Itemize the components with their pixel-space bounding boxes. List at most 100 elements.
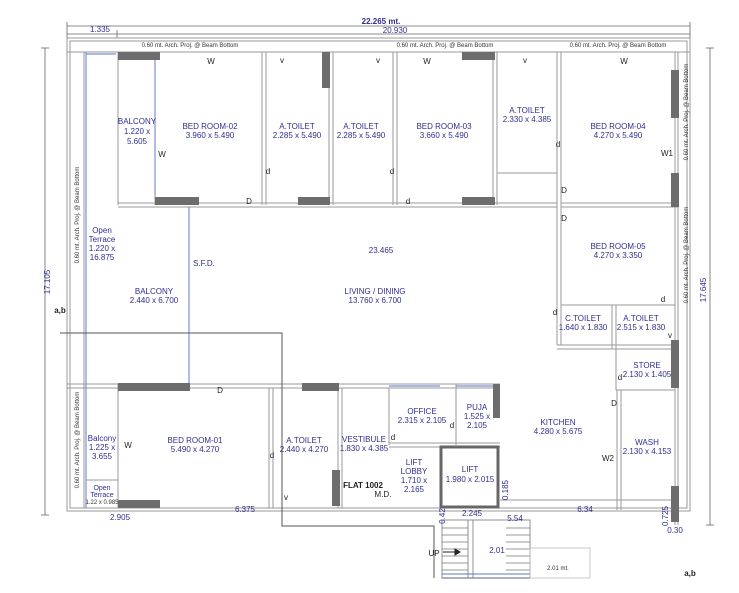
bedroom-03-name: BED ROOM-03 — [416, 122, 472, 131]
main-door-label: M.D. — [375, 490, 392, 499]
vestibule-size: 1.830 x 4.385 — [340, 444, 389, 453]
atoilet-5-name: A.TOILET — [286, 436, 322, 445]
lift-lobby-name-b: LOBBY — [401, 467, 428, 476]
right-b-dim: 0.30 — [667, 526, 683, 535]
puja-size-a: 1.525 x — [464, 412, 490, 421]
door-mark-small: d — [553, 308, 557, 317]
beam-notes: 0.60 mt. Arch. Proj. @ Beam Bottom 0.60 … — [75, 43, 690, 488]
lift-gap-dim: 0.185 — [501, 479, 510, 500]
ctoilet-size: 1.640 x 1.830 — [559, 323, 608, 332]
section-label-left: a,b — [54, 306, 66, 315]
balcony-mid-name: BALCONY — [135, 287, 174, 296]
puja-name: PUJA — [467, 403, 488, 412]
section-line — [60, 332, 435, 578]
beam-note-left-2: 0.60 mt. Arch. Proj. @ Beam Bottom — [75, 392, 81, 489]
door-marks: W W W W W W1 W2 D D D D D d d d d d d d … — [124, 56, 673, 502]
lift-lobby-name-a: LIFT — [406, 458, 423, 467]
door-mark: D — [611, 399, 617, 408]
bottom-left-small-dim: 2.905 — [110, 513, 131, 522]
balcony-top-size-b: 5.605 — [127, 137, 148, 146]
bedroom-04-name: BED ROOM-04 — [590, 122, 646, 131]
beam-note-top-3: 0.60 mt. Arch. Proj. @ Beam Bottom — [570, 43, 667, 49]
columns — [118, 52, 679, 522]
office-name: OFFICE — [407, 407, 436, 416]
atoilet-1-name: A.TOILET — [279, 122, 315, 131]
beam-note-left-1: 0.60 mt. Arch. Proj. @ Beam Bottom — [75, 167, 81, 264]
open-terrace-name-a: Open — [92, 226, 112, 235]
bedroom-02-size: 3.960 x 5.490 — [186, 131, 235, 140]
door-mark: D — [561, 186, 567, 195]
store-size: 2.130 x 1.405 — [623, 370, 672, 379]
door-mark-small: d — [556, 140, 560, 149]
atoilet-5-size: 2.440 x 4.270 — [280, 445, 329, 454]
open-terrace-size-b: 16.875 — [90, 253, 115, 262]
staircase — [441, 519, 591, 579]
lift-shaft — [439, 445, 500, 509]
window-mark: W — [124, 441, 132, 450]
height-left-dim: 17.105 — [43, 269, 52, 294]
sfd-label: S.F.D. — [193, 259, 215, 268]
open-terrace-name-b: Terrace — [89, 235, 116, 244]
vent-mark: v — [523, 56, 527, 65]
lift-lobby-size-b: 2.165 — [404, 485, 425, 494]
atoilet-3-size: 2.330 x 4.385 — [503, 115, 552, 124]
kitchen-size: 4.280 x 5.675 — [534, 427, 583, 436]
balcony-low-size-b: 3.655 — [92, 452, 113, 461]
window-mark-w1: W1 — [661, 149, 674, 158]
ctoilet-name: C.TOILET — [565, 314, 601, 323]
open-terrace-small-name-b: Terrace — [90, 492, 113, 499]
stair-dim: 2.01 — [489, 546, 505, 555]
bedroom-05-name: BED ROOM-05 — [590, 242, 646, 251]
door-mark-small: d — [406, 197, 410, 206]
beam-note-top-2: 0.60 mt. Arch. Proj. @ Beam Bottom — [397, 43, 494, 49]
balcony-low-name: Balcony — [88, 434, 116, 443]
vent-mark: v — [668, 331, 672, 340]
kitchen-name: KITCHEN — [540, 418, 575, 427]
beam-note-top-1: 0.60 mt. Arch. Proj. @ Beam Bottom — [142, 43, 239, 49]
window-mark-w2: W2 — [602, 454, 615, 463]
living-size: 13.760 x 6.700 — [349, 296, 402, 305]
open-terrace-small-name-a: Open — [93, 485, 110, 492]
balcony-low-size-a: 1.225 x — [89, 443, 115, 452]
lift-size: 1.980 x 2.015 — [446, 475, 495, 484]
bottom-mid2-dim: 5.54 — [507, 514, 523, 523]
balcony-mid-size: 2.440 x 6.700 — [130, 296, 179, 305]
window-mark: W — [158, 150, 166, 159]
door-mark: D — [561, 214, 567, 223]
beam-note-right-1: 0.60 mt. Arch. Proj. @ Beam Bottom — [684, 64, 690, 161]
bedroom-01-size: 5.490 x 4.270 — [171, 445, 220, 454]
open-terrace-small-size: 1.22 x 0.985 — [85, 500, 119, 506]
up-label: UP — [428, 549, 439, 558]
door-mark-small: d — [391, 433, 395, 442]
stair-ghost-dim: 2.01 mt. — [547, 566, 569, 572]
flat-label: FLAT 1002 — [343, 481, 383, 490]
vent-mark: v — [284, 493, 288, 502]
bottom-mid-dim: 2.245 — [462, 509, 483, 518]
atoilet-2-name: A.TOILET — [343, 122, 379, 131]
balcony-top-size-a: 1.220 x — [124, 127, 150, 136]
door-mark-small: d — [450, 421, 454, 430]
bottom-left-dim: 6.375 — [235, 505, 256, 514]
overall-width-dim: 22.265 mt. — [362, 17, 401, 26]
balcony-top-name: BALCONY — [118, 117, 157, 126]
misc-labels: FLAT 1002 M.D. S.F.D. a,b a,b UP — [54, 259, 696, 578]
bedroom-01-name: BED ROOM-01 — [167, 436, 223, 445]
bedroom-03-size: 3.660 x 5.490 — [420, 131, 469, 140]
right-a-dim: 0.725 — [661, 505, 670, 526]
door-mark: D — [246, 197, 252, 206]
left-offset-dim: 1.335 — [90, 25, 111, 34]
store-name: STORE — [633, 361, 660, 370]
living-name: LIVING / DINING — [345, 287, 406, 296]
beam-note-right-2: 0.60 mt. Arch. Proj. @ Beam Bottom — [684, 207, 690, 304]
inner-width-dim: 20.930 — [383, 26, 408, 35]
lift-gap2-dim: 0.42 — [438, 508, 447, 524]
atoilet-3-name: A.TOILET — [509, 106, 545, 115]
door-mark: D — [217, 386, 223, 395]
door-mark-small: d — [270, 451, 274, 460]
office-size: 2.315 x 2.105 — [398, 416, 447, 425]
window-mark: W — [620, 57, 628, 66]
atoilet-4-name: A.TOILET — [623, 314, 659, 323]
window-mark: W — [207, 57, 215, 66]
section-label-right: a,b — [684, 569, 696, 578]
